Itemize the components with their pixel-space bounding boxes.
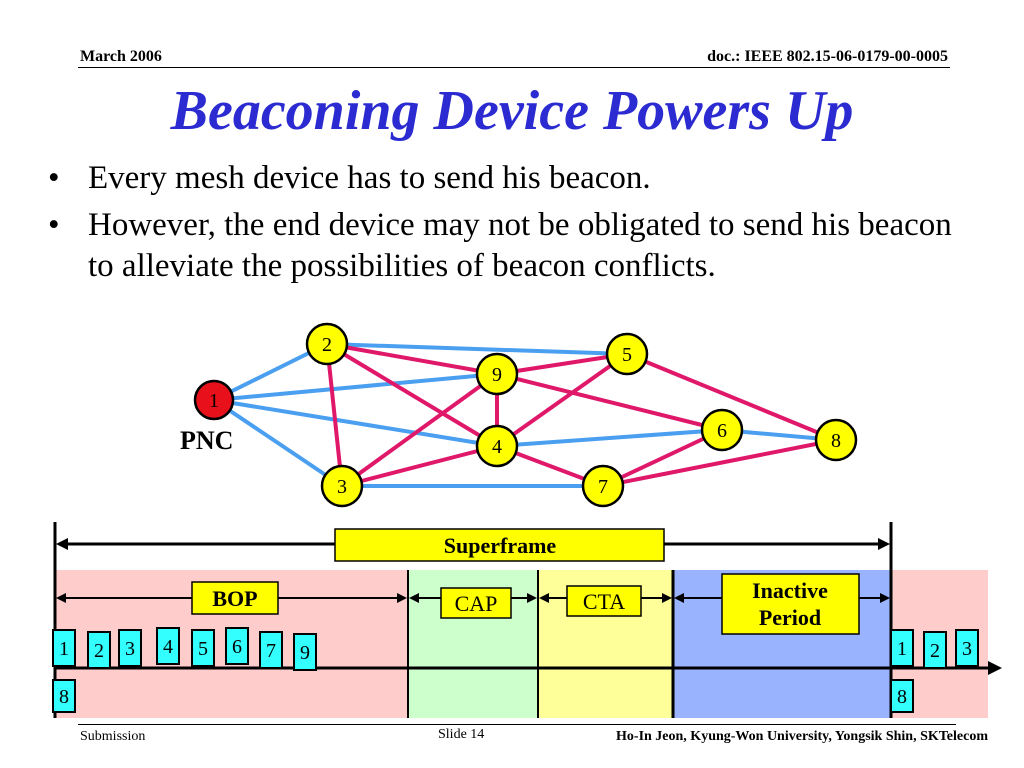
beacon-slot-4: 4: [156, 627, 180, 665]
node-1: 1: [193, 379, 235, 421]
svg-text:1: 1: [59, 638, 69, 660]
red-link-9-3: [340, 372, 499, 488]
blue-link-1-9: [213, 372, 498, 402]
beacon-slot-9: 9: [293, 633, 317, 671]
blue-link-4-6: [496, 428, 723, 448]
red-link-2-9: [326, 342, 498, 376]
beacon-slot-next-1: 1: [890, 629, 914, 667]
inactive-label-line2: Period: [759, 605, 821, 630]
red-link-9-6: [496, 372, 723, 432]
node-3: 3: [320, 464, 364, 508]
bop-label-box: [191, 581, 279, 615]
beacon-slot-5: 5: [191, 629, 215, 667]
red-link-2-3: [325, 343, 344, 487]
svg-text:8: 8: [897, 686, 907, 708]
red-link-9-5: [496, 352, 628, 376]
red-link-3-4: [341, 444, 498, 488]
header-doc-id: doc.: IEEE 802.15-06-0179-00-0005: [707, 48, 948, 65]
node-5: 5: [605, 332, 649, 376]
network-nodes: 1 2 3 4 5 6 7 8 9: [193, 322, 858, 508]
pnc-label: PNC: [180, 426, 233, 455]
header-divider: [78, 67, 950, 68]
node-4: 4: [475, 424, 519, 468]
node-label: 8: [831, 430, 841, 452]
node-label: 9: [492, 364, 502, 386]
bullet-text: Every mesh device has to send his beacon…: [88, 160, 651, 196]
svg-text:4: 4: [163, 636, 173, 658]
node-label: 5: [622, 344, 632, 366]
node-9: 9: [475, 352, 519, 396]
network-links: [212, 342, 837, 488]
svg-text:7: 7: [266, 640, 276, 662]
node-label: 3: [337, 476, 347, 498]
slide-title: Beaconing Device Powers Up: [170, 80, 854, 142]
period-arrowheads: [56, 593, 890, 603]
bullet-item: • However, the end device may not be obli…: [48, 205, 968, 287]
bullet-icon: •: [48, 207, 60, 243]
blue-link-2-5: [326, 342, 628, 356]
footer-divider: [78, 724, 956, 725]
node-label: 1: [209, 390, 219, 412]
superframe-arrowhead-left: [56, 538, 68, 550]
node-label: 7: [598, 476, 608, 498]
svg-text:3: 3: [962, 638, 972, 660]
svg-text:5: 5: [198, 638, 208, 660]
blue-link-1-4: [213, 398, 498, 448]
inactive-label-box: [721, 573, 860, 635]
cap-label-box: [440, 587, 512, 619]
cta-label: CTA: [583, 589, 625, 614]
footer-submission: Submission: [80, 729, 146, 744]
svg-text:2: 2: [94, 640, 104, 662]
red-link-2-4: [325, 342, 499, 448]
superframe-label: Superframe: [444, 533, 557, 558]
bullet-list: • Every mesh device has to send his beaco…: [48, 158, 978, 293]
footer-slide-number: Slide 14: [438, 727, 485, 742]
node-7: 7: [581, 464, 625, 508]
svg-text:1: 1: [897, 638, 907, 660]
time-axis-arrowhead: [988, 661, 1002, 675]
node-label: 6: [717, 420, 727, 442]
cap-label: CAP: [455, 591, 498, 616]
red-link-7-6: [602, 428, 723, 488]
bullet-text: However, the end device may not be oblig…: [88, 207, 952, 284]
beacon-slot-7: 7: [259, 631, 283, 669]
bullet-icon: •: [48, 160, 60, 196]
node-2: 2: [305, 322, 349, 366]
beacon-slot-6: 6: [225, 627, 249, 665]
beacon-slot-next-3: 3: [955, 629, 979, 667]
inactive-label-line1: Inactive: [752, 578, 828, 603]
footer-authors: Ho-In Jeon, Kyung-Won University, Yongsi…: [616, 729, 988, 744]
svg-text:6: 6: [232, 636, 242, 658]
superframe-label-box: [334, 528, 665, 562]
beacon-slot-next-2: 2: [923, 631, 947, 669]
svg-text:9: 9: [300, 642, 310, 664]
beacon-slot-below-next: 8: [890, 679, 914, 713]
superframe-arrowhead-right: [878, 538, 890, 550]
red-link-4-5: [495, 352, 629, 448]
bop-label: BOP: [212, 586, 257, 611]
blue-link-1-3: [212, 398, 344, 488]
bullet-item: • Every mesh device has to send his beaco…: [48, 158, 978, 199]
svg-text:8: 8: [59, 686, 69, 708]
beacon-slot-3: 3: [118, 629, 142, 667]
beacon-slot-2: 2: [87, 631, 111, 669]
beacon-slot-1: 1: [52, 629, 76, 667]
red-link-5-8: [626, 352, 837, 442]
node-label: 2: [322, 334, 332, 356]
beacon-slot-below-first: 8: [52, 679, 76, 713]
svg-text:3: 3: [125, 638, 135, 660]
header-date: March 2006: [80, 48, 162, 65]
node-6: 6: [700, 408, 744, 452]
svg-text:2: 2: [930, 640, 940, 662]
red-link-7-8: [602, 438, 837, 488]
node-8: 8: [814, 418, 858, 462]
cta-label-box: [566, 585, 642, 617]
node-label: 4: [492, 436, 502, 458]
